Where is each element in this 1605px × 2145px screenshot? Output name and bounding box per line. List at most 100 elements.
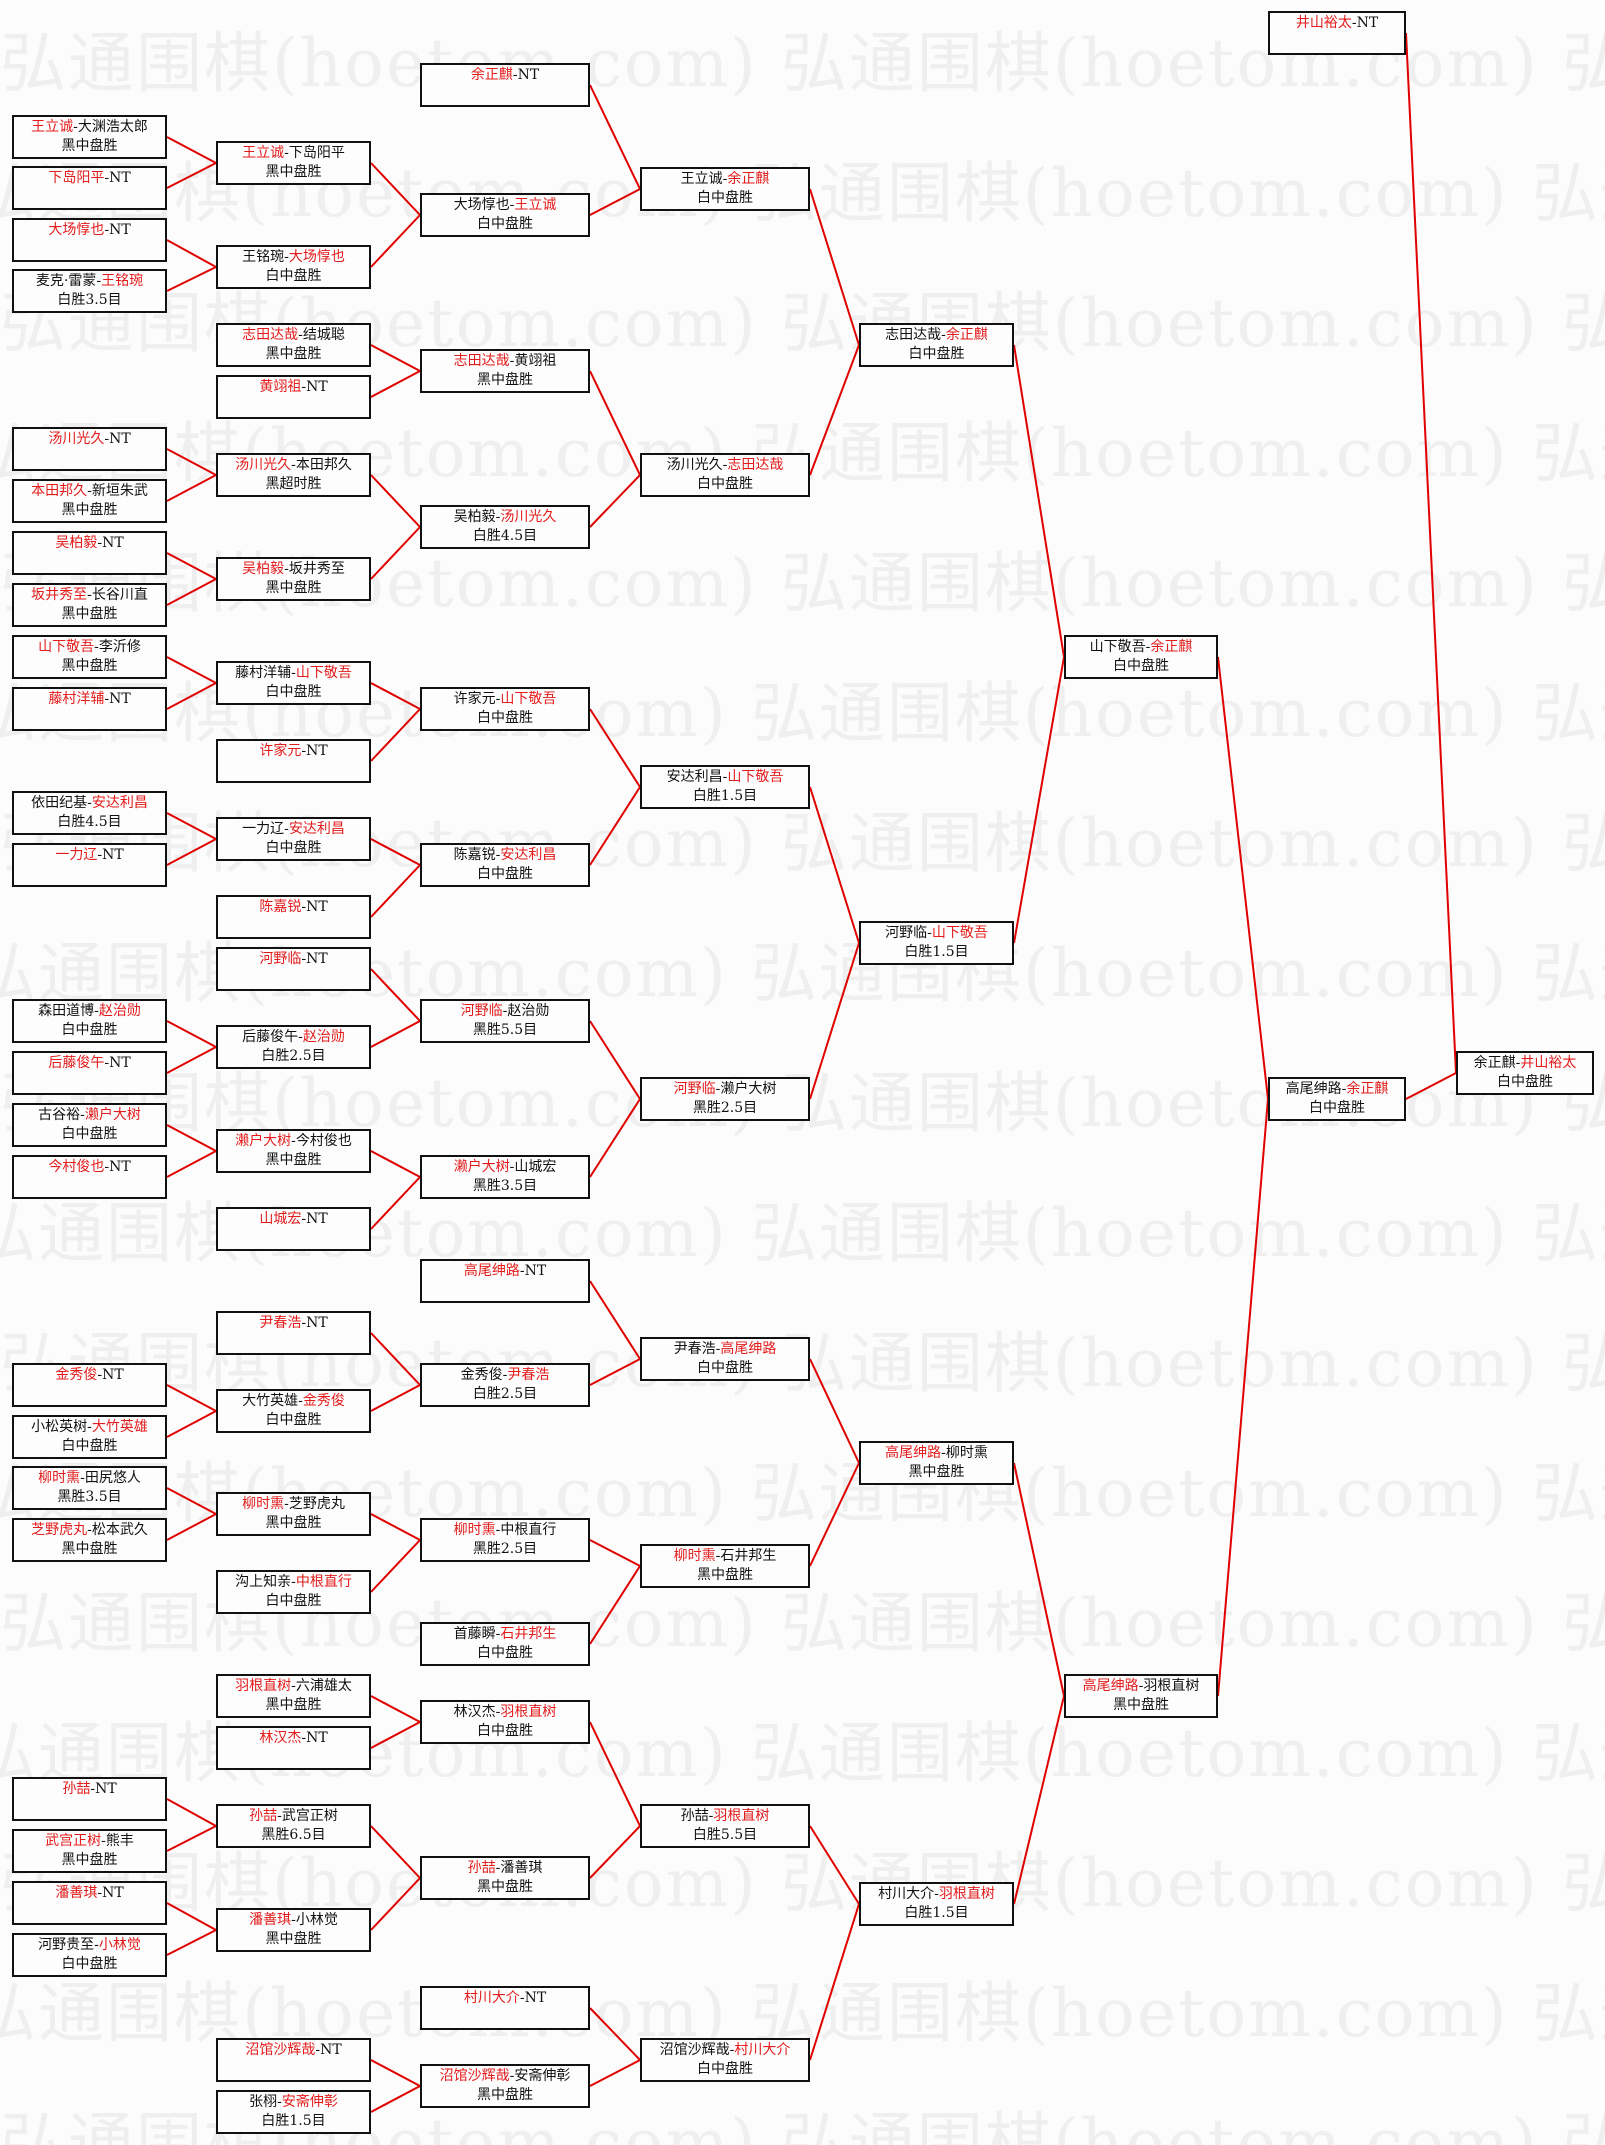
match-box: 林汉杰-羽根直树白中盘胜	[420, 1700, 590, 1744]
separator: -	[1515, 1055, 1521, 1071]
player-a: 尹春浩	[259, 1315, 302, 1331]
match-box: 下岛阳平-NT	[12, 166, 167, 210]
bracket-connector	[1013, 1462, 1065, 1697]
match-result: 白胜1.5目	[904, 1905, 969, 1921]
player-b: 芝野虎丸	[288, 1496, 345, 1512]
match-box: 藤村洋辅-NT	[12, 687, 167, 731]
player-b: 中根直行	[500, 1522, 557, 1538]
bracket-connector	[166, 1825, 217, 1852]
match-players: 大竹英雄-金秀俊	[218, 1391, 369, 1411]
player-a: 濑户大树	[453, 1159, 510, 1175]
player-a: 古谷裕	[38, 1107, 81, 1123]
player-a: 潘善琪	[249, 1912, 292, 1928]
match-result	[218, 1333, 369, 1352]
match-box: 高尾绅路-余正麒白中盘胜	[1268, 1077, 1406, 1121]
player-b: 大渊浩太郎	[77, 119, 148, 135]
match-result: 白中盘胜	[1113, 658, 1169, 674]
bracket-connector	[166, 1384, 217, 1412]
match-players: 陈嘉锐-NT	[218, 897, 369, 917]
match-box: 沼馆沙辉哉-NT	[216, 2038, 371, 2082]
match-players: 沼馆沙辉哉-村川大介	[642, 2040, 808, 2060]
player-b: 羽根直树	[1143, 1678, 1200, 1694]
match-box: 坂井秀至-长谷川直黑中盘胜	[12, 583, 167, 627]
separator: -	[1351, 15, 1357, 31]
bracket-connector	[370, 682, 421, 710]
player-a: 高尾绅路	[885, 1445, 942, 1461]
bracket-connector	[370, 2059, 421, 2087]
separator: -	[90, 1781, 96, 1797]
player-a: 吴柏毅	[242, 561, 285, 577]
bracket-connector	[1013, 1695, 1065, 1905]
match-box: 高尾绅路-柳时熏黑中盘胜	[859, 1441, 1014, 1485]
player-b: 金秀俊	[302, 1393, 345, 1409]
no-opponent-label: NT	[517, 67, 540, 83]
match-players: 黄翊祖-NT	[218, 377, 369, 397]
match-box: 余正麒-井山裕太白中盘胜	[1456, 1051, 1594, 1095]
bracket-connector	[589, 1020, 641, 1100]
separator: -	[94, 1937, 99, 1953]
bracket-connector	[166, 136, 217, 164]
match-result: 黑中盘胜	[908, 1464, 965, 1480]
match-players: 王立诚-余正麒	[642, 169, 808, 189]
player-b: 石井邦生	[720, 1548, 777, 1564]
separator: -	[87, 1522, 92, 1538]
bracket-connector	[370, 1825, 421, 1879]
match-box: 山下敬吾-李沂修黑中盘胜	[12, 635, 167, 679]
bracket-connector	[809, 942, 860, 1100]
match-box: 陈嘉锐-NT	[216, 895, 371, 939]
player-a: 尹春浩	[673, 1341, 716, 1357]
player-b: 志田达哉	[727, 457, 784, 473]
player-b: 高尾绅路	[720, 1341, 777, 1357]
separator: -	[301, 899, 307, 915]
player-a: 孙喆	[249, 1808, 278, 1824]
player-b: 黄翊祖	[514, 353, 557, 369]
bracket-connector	[166, 1150, 217, 1178]
player-a: 后藤俊午	[48, 1055, 105, 1071]
bracket-connector	[370, 864, 421, 918]
match-box: 潘善琪-小林觉黑中盘胜	[216, 1908, 371, 1952]
match-box: 王铭琬-大场惇也白中盘胜	[216, 245, 371, 289]
bracket-connector	[589, 370, 641, 476]
separator: -	[495, 847, 501, 863]
separator: -	[291, 457, 296, 473]
bracket-connector	[589, 1280, 641, 1360]
separator: -	[509, 2068, 515, 2084]
bracket-connector	[589, 1539, 641, 1567]
player-a: 山下敬吾	[1089, 639, 1146, 655]
separator: -	[104, 1159, 110, 1175]
match-box: 后藤俊午-NT	[12, 1051, 167, 1095]
match-result: 黑中盘胜	[477, 372, 533, 388]
match-players: 濑户大树-今村俊也	[218, 1131, 369, 1151]
match-players: 山城宏-NT	[218, 1209, 369, 1229]
match-players: 金秀俊-尹春浩	[422, 1365, 588, 1385]
match-result: 黑中盘胜	[61, 1852, 118, 1868]
bracket-connector	[589, 1098, 641, 1178]
player-a: 山下敬吾	[38, 639, 95, 655]
bracket-connector	[809, 1358, 860, 1464]
match-players: 林汉杰-羽根直树	[422, 1702, 588, 1722]
bracket-connector	[809, 344, 860, 476]
bracket-connector	[809, 188, 860, 346]
bracket-connector	[809, 786, 860, 944]
match-players: 汤川光久-本田邦久	[218, 455, 369, 475]
player-b: 井山裕太	[1520, 1055, 1577, 1071]
separator: -	[1341, 1081, 1347, 1097]
match-box: 金秀俊-NT	[12, 1363, 167, 1407]
player-a: 孙喆	[467, 1860, 496, 1876]
player-a: 柳时熏	[673, 1548, 716, 1564]
player-a: 村川大介	[463, 1990, 520, 2006]
player-b: 中根直行	[295, 1574, 352, 1590]
match-box: 首藤瞬-石井邦生白中盘胜	[420, 1622, 590, 1666]
bracket-connector	[1013, 656, 1065, 944]
match-box: 河野临-山下敬吾白胜1.5目	[859, 921, 1014, 965]
bracket-connector	[589, 2007, 641, 2061]
match-result: 白胜1.5目	[692, 788, 758, 804]
separator: -	[291, 1574, 296, 1590]
match-box: 河野临-濑户大树黑胜2.5目	[640, 1077, 810, 1121]
match-box: 依田纪基-安达利昌白胜4.5目	[12, 791, 167, 835]
match-players: 孙喆-潘善琪	[422, 1858, 588, 1878]
no-opponent-label: NT	[102, 1367, 124, 1383]
match-box: 柳时熏-石井邦生黑中盘胜	[640, 1544, 810, 1588]
player-a: 一力辽	[55, 847, 98, 863]
